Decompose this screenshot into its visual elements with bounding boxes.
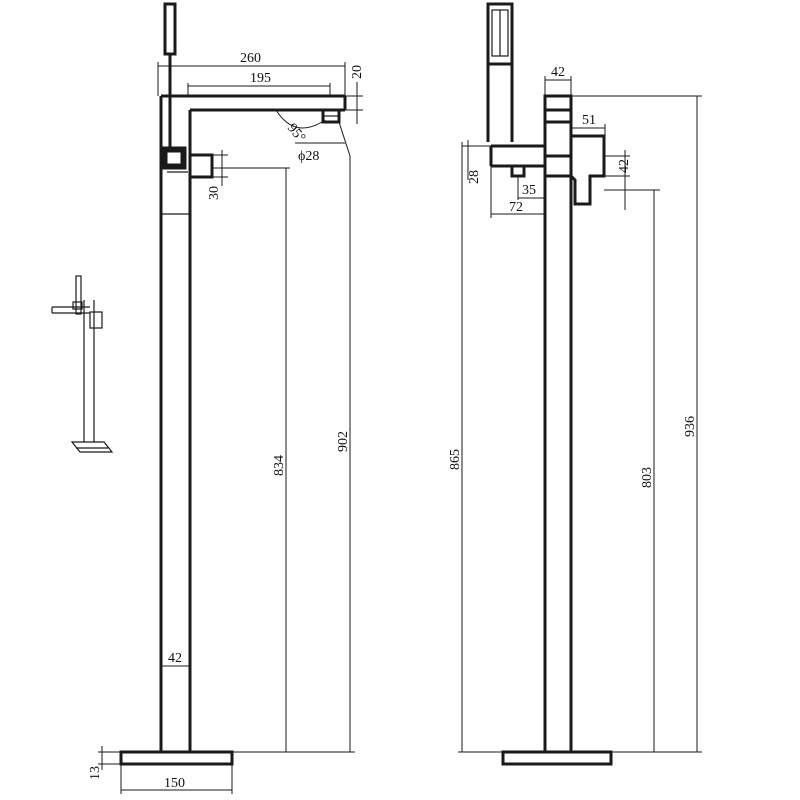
base-plate <box>119 750 234 766</box>
dim-mixer-height: 30 <box>207 186 222 200</box>
dim-lever-height: 42 <box>617 159 632 173</box>
dim-handle-height: 803 <box>640 467 655 488</box>
base-plate-side <box>501 750 613 766</box>
spout-outlet-side <box>510 164 526 178</box>
dim-height-to-handle: 834 <box>272 455 287 476</box>
dim-overall-height-side: 936 <box>683 416 698 437</box>
dim-outlet-offset: 35 <box>522 183 536 198</box>
front-dimensions: 260 195 20 95° ϕ28 30 834 902 42 13 150 <box>88 51 365 794</box>
freestanding-bath-mixer-icon <box>51 275 114 453</box>
dim-spout-thickness: 20 <box>350 65 365 79</box>
dim-column-width-side: 42 <box>551 65 565 80</box>
dim-spout-length: 260 <box>240 51 261 66</box>
dim-outlet-diameter: ϕ28 <box>298 149 319 164</box>
dim-spout-angle: 95° <box>284 121 308 146</box>
hand-shower-head-side <box>486 2 514 66</box>
side-dimensions: 42 51 42 28 35 72 865 803 936 <box>448 65 702 753</box>
dim-lever-offset: 51 <box>582 113 596 128</box>
dim-spout-reach: 195 <box>250 71 271 86</box>
dim-overall-height: 902 <box>336 431 351 452</box>
dim-base-width: 150 <box>164 776 185 791</box>
dim-base-thickness: 13 <box>88 766 103 780</box>
dim-spout-height: 865 <box>448 449 463 470</box>
dim-spout-projection: 72 <box>509 200 523 215</box>
mixer-lever-side <box>569 134 606 206</box>
front-view <box>119 2 347 766</box>
dim-column-width: 42 <box>168 651 182 666</box>
mixer-body <box>188 153 214 179</box>
dim-spout-thickness-side: 28 <box>467 170 482 184</box>
hand-shower-head <box>163 2 177 56</box>
